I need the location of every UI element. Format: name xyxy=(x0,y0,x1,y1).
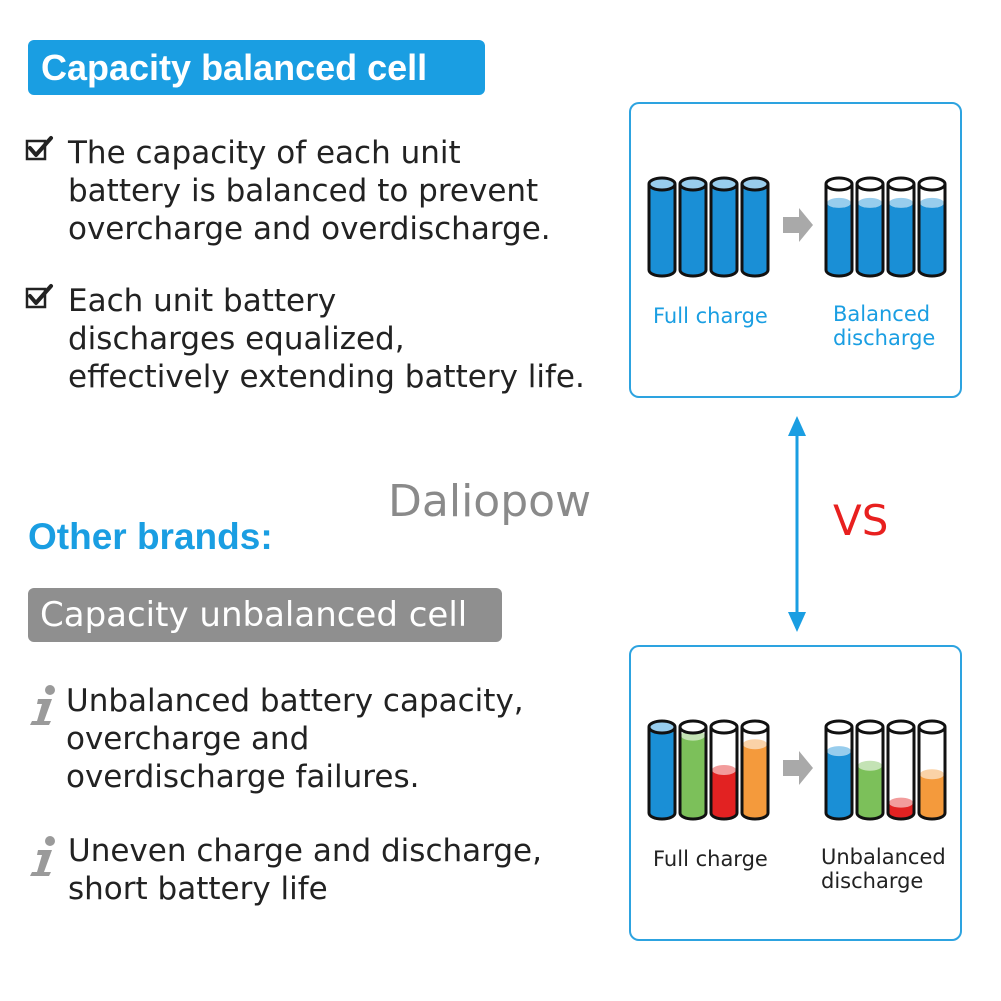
balanced-comparison-panel: Full charge Balanced discharge xyxy=(629,102,962,398)
balanced-discharge-label: Balanced discharge xyxy=(833,302,936,350)
battery-cell xyxy=(917,176,947,278)
brand-watermark: Daliopow xyxy=(388,476,592,527)
battery-cell xyxy=(886,719,916,821)
unbalanced-comparison-panel: Full charge Unbalanced discharge xyxy=(629,645,962,941)
check-box-icon xyxy=(24,134,54,174)
unbalanced-point-1: Unbalanced battery capacity, overcharge … xyxy=(66,683,524,795)
check-box-icon xyxy=(24,282,54,322)
double-arrow-icon xyxy=(788,416,806,632)
right-arrow-icon xyxy=(783,208,813,242)
battery-cell xyxy=(647,719,677,821)
right-arrow-icon xyxy=(783,751,813,785)
unbalanced-battery-diagram xyxy=(647,719,947,821)
unbalanced-point-2: Uneven charge and discharge, short batte… xyxy=(68,833,542,907)
balanced-point-1: The capacity of each unit battery is bal… xyxy=(68,135,551,247)
balanced-cell-title: Capacity balanced cell xyxy=(28,40,485,95)
battery-cell xyxy=(824,176,854,278)
full-charge-battery-group xyxy=(647,176,770,278)
battery-cell xyxy=(855,719,885,821)
unbalanced-discharge-label: Unbalanced discharge xyxy=(821,845,946,893)
battery-cell xyxy=(709,176,739,278)
battery-cell xyxy=(678,719,708,821)
battery-cell xyxy=(647,176,677,278)
balanced-battery-diagram xyxy=(647,176,947,278)
battery-cell xyxy=(886,176,916,278)
battery-cell xyxy=(824,719,854,821)
battery-cell xyxy=(678,176,708,278)
full-charge-label: Full charge xyxy=(653,304,768,328)
vs-label: VS xyxy=(833,496,889,545)
info-italic-icon xyxy=(24,683,60,734)
battery-cell xyxy=(740,719,770,821)
other-brands-heading: Other brands: xyxy=(28,516,273,557)
info-italic-icon xyxy=(24,834,60,885)
battery-cell xyxy=(917,719,947,821)
balanced-discharge-battery-group xyxy=(824,176,947,278)
battery-cell xyxy=(740,176,770,278)
battery-cell xyxy=(709,719,739,821)
unbalanced-discharge-battery-group xyxy=(824,719,947,821)
full-charge-label: Full charge xyxy=(653,847,768,871)
full-charge-battery-group xyxy=(647,719,770,821)
battery-cell xyxy=(855,176,885,278)
balanced-point-2: Each unit battery discharges equalized, … xyxy=(68,283,585,395)
unbalanced-cell-title: Capacity unbalanced cell xyxy=(28,588,502,642)
